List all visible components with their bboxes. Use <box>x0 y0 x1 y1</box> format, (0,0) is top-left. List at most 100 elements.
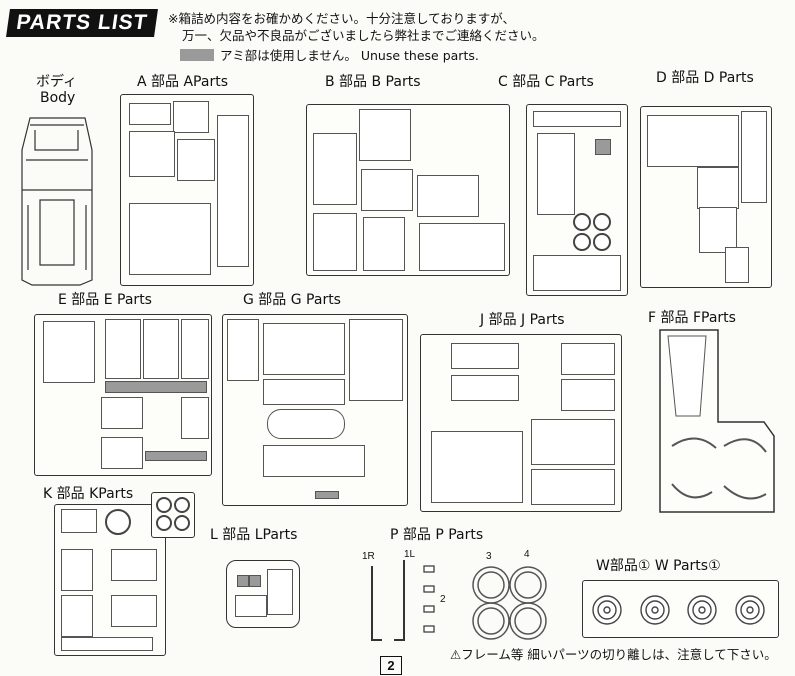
j-part <box>561 379 615 411</box>
p-part-number: 4 <box>524 549 530 560</box>
g-part <box>349 319 403 401</box>
k-small-round <box>156 497 172 513</box>
c-part-round <box>593 213 611 231</box>
g-parts-frame <box>222 314 408 506</box>
a-part <box>177 139 215 181</box>
c-part <box>537 133 575 215</box>
check-contents-note-line2: 万一、欠品や不良品がございましたら弊社までご連絡ください。 <box>182 28 545 43</box>
d-part <box>741 111 767 203</box>
b-part <box>363 217 405 271</box>
c-part-round <box>593 233 611 251</box>
k-part <box>61 595 93 637</box>
g-part <box>267 409 345 439</box>
e-part <box>101 397 143 429</box>
e-part <box>101 437 143 469</box>
a-parts-frame <box>120 94 254 286</box>
c-parts-label: C 部品 C Parts <box>498 74 594 90</box>
b-part <box>419 223 505 271</box>
e-part <box>143 319 179 379</box>
l-part-unused <box>249 575 261 587</box>
e-part <box>181 319 209 379</box>
a-part <box>129 131 175 177</box>
a-part <box>173 101 209 133</box>
g-part <box>227 319 259 381</box>
check-contents-note-line1: ※箱詰め内容をお確かめください。十分注意しておりますが、 <box>168 11 515 26</box>
k-part <box>111 595 157 627</box>
e-part <box>43 321 95 383</box>
p-parts-label: P 部品 P Parts <box>390 527 484 543</box>
unused-swatch <box>180 49 214 61</box>
e-parts-label: E 部品 E Parts <box>58 292 152 308</box>
unuse-note: アミ部は使用しません。 Unuse these parts. <box>180 47 479 64</box>
a-parts-label: A 部品 AParts <box>137 74 228 90</box>
c-part-unused <box>595 139 611 155</box>
a-part-frame <box>217 115 249 267</box>
b-part <box>361 169 413 211</box>
body-label-jp: ボディ <box>36 74 78 90</box>
e-part-unused <box>105 381 207 393</box>
c-part-round <box>573 233 591 251</box>
k-part-round <box>105 509 131 535</box>
j-parts-label: J 部品 J Parts <box>480 312 565 328</box>
p-part-number: 1R <box>362 551 375 562</box>
e-part <box>105 319 141 379</box>
g-part <box>263 445 365 477</box>
b-part <box>417 175 479 217</box>
d-part <box>699 207 737 253</box>
c-part <box>533 111 621 127</box>
p-part-number: 2 <box>440 594 446 605</box>
l-part <box>267 569 293 615</box>
p-part-number: 1L <box>404 549 416 560</box>
j-parts-frame <box>420 334 622 512</box>
w-parts-label: W部品① W Parts① <box>596 558 721 574</box>
b-part <box>313 133 357 205</box>
b-parts-frame <box>306 104 510 276</box>
l-part-unused <box>237 575 249 587</box>
j-part <box>451 343 519 369</box>
unuse-note-text: アミ部は使用しません。 Unuse these parts. <box>220 48 479 63</box>
f-parts-label: F 部品 FParts <box>648 310 736 326</box>
g-part <box>263 379 345 405</box>
p-part-number: 3 <box>486 551 492 562</box>
k-part <box>111 549 157 581</box>
d-part <box>647 115 739 167</box>
g-parts-label: G 部品 G Parts <box>243 292 341 308</box>
k-part <box>61 549 93 591</box>
k-parts-frame <box>54 504 166 656</box>
k-small-round <box>174 515 190 531</box>
j-part <box>561 343 615 375</box>
a-part-floor <box>129 203 211 275</box>
e-part <box>181 397 209 439</box>
g-part <box>263 323 345 375</box>
d-part <box>697 167 739 209</box>
a-part <box>129 103 171 125</box>
l-parts-frame <box>226 560 300 628</box>
j-part <box>431 431 523 503</box>
j-part <box>531 419 615 465</box>
c-part-round <box>573 213 591 231</box>
g-part-unused <box>315 491 339 499</box>
d-parts-frame <box>640 106 772 288</box>
page-number: 2 <box>380 656 402 675</box>
warning-icon: ⚠ <box>450 647 462 662</box>
k-part <box>61 637 153 651</box>
footer-warning: ⚠フレーム等 細いパーツの切り離しは、注意して下さい。 <box>450 646 777 663</box>
k-small-frame <box>151 492 195 538</box>
k-small-round <box>156 515 172 531</box>
j-part <box>531 469 615 505</box>
d-parts-label: D 部品 D Parts <box>656 70 754 86</box>
e-parts-frame <box>34 314 212 476</box>
footer-warning-text: フレーム等 細いパーツの切り離しは、注意して下さい。 <box>461 647 777 662</box>
b-parts-label: B 部品 B Parts <box>325 74 421 90</box>
k-small-round <box>174 497 190 513</box>
c-part <box>533 255 621 291</box>
j-part <box>451 375 519 401</box>
d-part <box>725 247 749 283</box>
k-part <box>61 509 97 533</box>
e-part-unused <box>145 451 207 461</box>
l-parts-label: L 部品 LParts <box>210 527 298 543</box>
b-part <box>313 213 357 271</box>
